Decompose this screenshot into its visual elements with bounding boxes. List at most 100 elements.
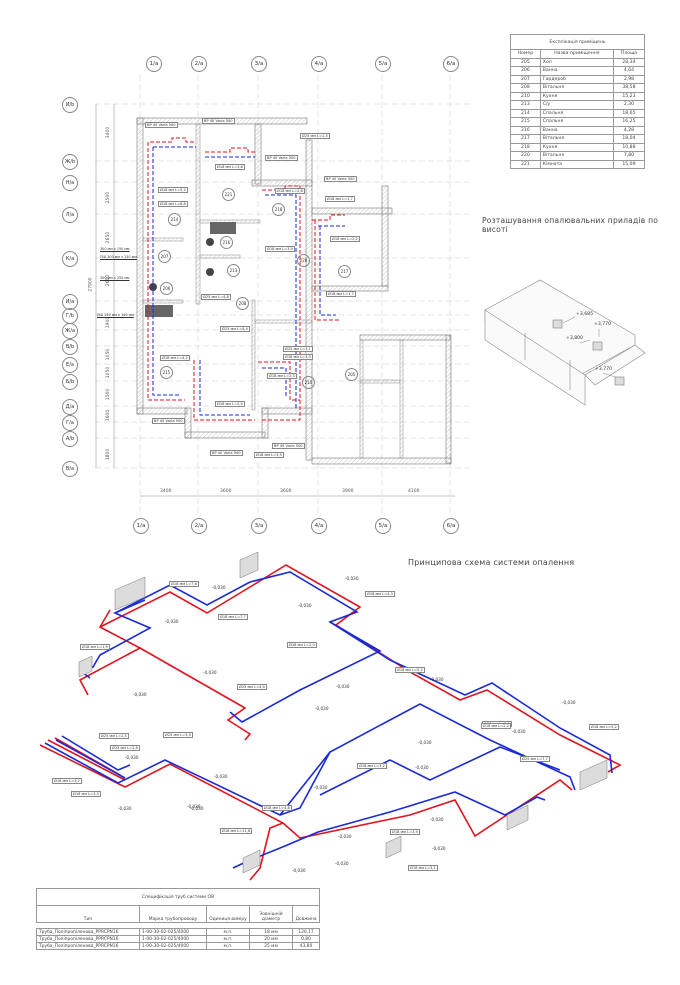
dim-v: 1600 xyxy=(106,409,112,422)
col-header: Марка трубопроводу xyxy=(139,905,207,923)
opening-label: ПШ 300 мм x 150 мм xyxy=(100,255,137,259)
scheme-pipe-label: Ø18 мм L=3,2 xyxy=(357,763,387,769)
cell: 38,58 xyxy=(612,83,646,93)
scheme-pipe-label: Ø18 мм L=2,0 xyxy=(287,642,317,648)
pipe-callout: Ø18 мм L=5,2 xyxy=(158,187,188,193)
axis-bubble: Г/b xyxy=(62,308,78,324)
dim-h: 3600 xyxy=(280,489,292,494)
floor-plan xyxy=(95,75,470,515)
axis-bubble: Е/a xyxy=(62,357,78,373)
room-number: 210 xyxy=(302,376,315,389)
elevation-mark: -0,030 xyxy=(118,806,132,811)
cell: 205 xyxy=(510,57,541,67)
pipe-callout: Ø18 мм L=1,7 xyxy=(326,291,356,297)
elevation-mark: -0,030 xyxy=(187,804,201,809)
elevation-mark: -0,030 xyxy=(338,834,352,839)
radiator-icon xyxy=(592,341,603,351)
scheme-pipe-label: Ø18 мм L=3,3 xyxy=(71,791,101,797)
height-mark: +3,770 xyxy=(594,322,612,327)
cell: Кімната xyxy=(539,159,614,169)
elevation-mark: -0,030 xyxy=(315,706,329,711)
radiator-icon xyxy=(385,835,402,859)
elevation-mark: -0,030 xyxy=(214,774,228,779)
axis-top-row: 1/a 2/a 3/a 4/a 5/a 6/a xyxy=(0,56,480,76)
pipe-callout: Ø18 мм L=1,7 xyxy=(325,196,355,202)
axis-bubble: А/b xyxy=(62,431,78,447)
elevation-mark: -0,030 xyxy=(430,817,444,822)
cell: Вітальня xyxy=(539,151,614,161)
cell: Гардероб xyxy=(539,74,614,84)
cell: 1-00-30-02-025/4000 xyxy=(139,942,207,950)
axis-bubble: 6/a xyxy=(443,518,459,534)
height-view-title: Розташування опалювальних приладів по ви… xyxy=(482,216,659,234)
elevation-mark: -0,030 xyxy=(335,861,349,866)
axis-bubble: 1/a xyxy=(133,518,149,534)
cell: Вітальня xyxy=(539,83,614,93)
radiator-icon xyxy=(239,551,259,579)
cell: 15,23 xyxy=(612,91,646,101)
elevation-mark: -0,030 xyxy=(133,692,147,697)
room-number: 214 xyxy=(168,213,181,226)
radiator-callout: ВР 40 Varia 500 xyxy=(265,155,298,161)
dim-v: 2500 xyxy=(106,191,112,204)
cell: 4,28 xyxy=(612,125,646,135)
room-number: 207 xyxy=(158,250,171,263)
cell: Труба_Поліпропіленова_PPRCPN16 xyxy=(36,942,140,950)
elevation-mark: -0,030 xyxy=(418,740,432,745)
cell: Хол xyxy=(539,57,614,67)
scheme-pipe-label: Ø18 мм L=5,2 xyxy=(395,667,425,673)
scheme-pipe-label: Ø18 мм L=7,7 xyxy=(218,614,248,620)
cell: Кухня xyxy=(539,142,614,152)
axis-bubble: Г/a xyxy=(62,415,78,431)
axis-bubble: В/a xyxy=(62,461,78,477)
cell: 16,25 xyxy=(612,117,646,127)
elevation-mark: -0,030 xyxy=(292,868,306,873)
opening-label: ПШ 250 мм x 150 мм xyxy=(97,313,134,317)
scheme-pipe-label: Ø18 мм L=5,2 xyxy=(589,724,619,730)
cell: 220 xyxy=(510,151,541,161)
cell: 1-00-30-02-025/4000 xyxy=(139,928,207,936)
cell: 4,64 xyxy=(612,66,646,76)
cell: 7,80 xyxy=(612,151,646,161)
axis-bubble: Ж/a xyxy=(62,323,78,339)
pipe-callout: Ø18 мм L=2,3 xyxy=(267,373,297,379)
scheme-pipe-label: Ø18 мм L=2,2 xyxy=(481,723,511,729)
room-number: 205 xyxy=(345,368,358,381)
dim-h: 3600 xyxy=(220,489,232,494)
heating-scheme xyxy=(39,551,622,881)
cell: м.п. xyxy=(206,935,250,943)
toilet-icon xyxy=(206,238,214,246)
radiator-callout: ВР 40 Varia 500 xyxy=(210,450,243,456)
axis-bubble: 1/a xyxy=(146,56,162,72)
room-number: 215 xyxy=(160,366,173,379)
cell: 216 xyxy=(510,125,541,135)
radiator-icon xyxy=(579,759,608,791)
radiator-icon xyxy=(552,319,563,329)
cell: 18,04 xyxy=(612,134,646,144)
scheme-pipe-label: Ø25 мм L=7,7 xyxy=(520,756,550,762)
cell: 217 xyxy=(510,134,541,144)
isometric-room-view xyxy=(484,279,646,406)
axis-bubble: Л/a xyxy=(62,207,78,223)
elevation-mark: -0,030 xyxy=(432,846,446,851)
cell: 213 xyxy=(510,100,541,110)
dim-h: 4100 xyxy=(408,489,420,494)
axis-bubble: 5/a xyxy=(375,518,391,534)
cell: 2,98 xyxy=(612,74,646,84)
elevation-mark: -0,030 xyxy=(125,755,139,760)
radiator-icon xyxy=(78,655,93,678)
scheme-pipe-label: Ø25 мм L=3,5 xyxy=(163,732,193,738)
dim-v: 1900 xyxy=(106,316,112,329)
cell: м.п. xyxy=(206,942,250,950)
room-number: 221 xyxy=(222,188,235,201)
pipe-callout: Ø18 мм L=3,3 xyxy=(283,354,313,360)
pipe-callout: Ø18 мм L=6,8 xyxy=(158,201,188,207)
col-header: Площа xyxy=(612,49,646,59)
